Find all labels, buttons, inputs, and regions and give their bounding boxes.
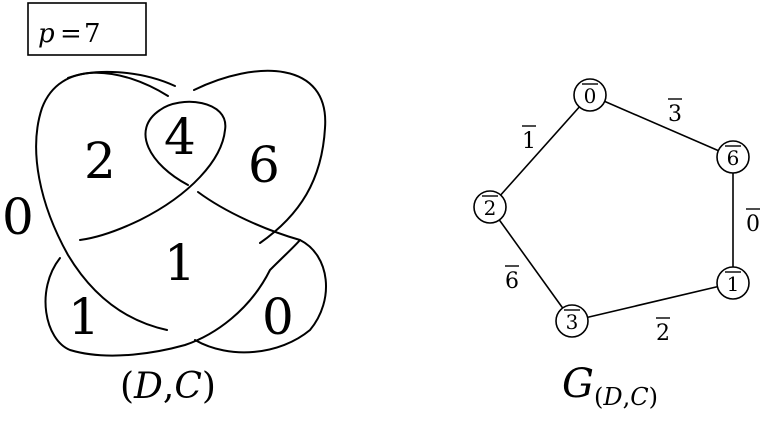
graph-edge-label-0-6: 3 — [668, 98, 682, 127]
region-label-bottom-left: 1 — [68, 288, 100, 346]
graph-node-6: 6 — [716, 140, 750, 174]
p-variable: p — [38, 19, 55, 49]
graph: 0 6 1 3 2 3 0 — [473, 78, 760, 411]
graph-edge-3-2 — [489, 206, 573, 322]
graph-node-2: 2 — [473, 190, 507, 224]
knot-caption: (D,C) — [120, 366, 216, 407]
svg-text:3: 3 — [668, 102, 682, 127]
graph-node-0: 0 — [573, 78, 607, 112]
p-value-box: p = 7 — [27, 2, 147, 56]
svg-text:1: 1 — [727, 272, 740, 296]
region-label-top-center: 4 — [164, 108, 196, 166]
knot-strand-outer-left — [35, 71, 169, 331]
svg-text:2: 2 — [656, 321, 670, 346]
knot-strand-inner-loop — [79, 100, 227, 241]
svg-text:0: 0 — [746, 212, 760, 237]
graph-edge-label-2-0: 1 — [522, 125, 536, 154]
svg-text:3: 3 — [566, 310, 579, 334]
graph-edge-label-1-3: 2 — [656, 317, 670, 346]
graph-edge-0-6 — [589, 94, 734, 158]
region-label-top-left: 2 — [84, 132, 116, 190]
graph-node-1: 1 — [716, 266, 750, 300]
graph-caption: G(D,C) — [562, 361, 658, 411]
graph-edge-label-6-1: 0 — [746, 208, 760, 237]
region-label-bottom-right: 0 — [262, 288, 294, 346]
knot-strand-diagonal — [194, 191, 327, 354]
p-equals: = — [60, 19, 82, 49]
region-label-center: 1 — [164, 234, 196, 292]
graph-node-3: 3 — [555, 304, 589, 338]
svg-text:6: 6 — [505, 269, 519, 294]
knot-diagram: 0 2 4 6 1 1 0 (D,C) — [2, 69, 327, 407]
graph-edge-2-0 — [489, 94, 591, 208]
region-label-outer-left: 0 — [2, 188, 34, 246]
graph-edge-label-3-2: 6 — [505, 265, 519, 294]
svg-text:1: 1 — [522, 129, 536, 154]
svg-text:2: 2 — [484, 196, 497, 220]
knot-strand-bottom-left — [44, 239, 301, 357]
svg-text:0: 0 — [584, 84, 597, 108]
knot-strand-outer-right — [193, 69, 327, 244]
region-label-top-right: 6 — [248, 136, 280, 194]
graph-edge-1-3 — [571, 282, 734, 322]
svg-text:6: 6 — [727, 146, 740, 170]
p-value: 7 — [84, 19, 101, 49]
knot-strand-top — [67, 70, 176, 87]
